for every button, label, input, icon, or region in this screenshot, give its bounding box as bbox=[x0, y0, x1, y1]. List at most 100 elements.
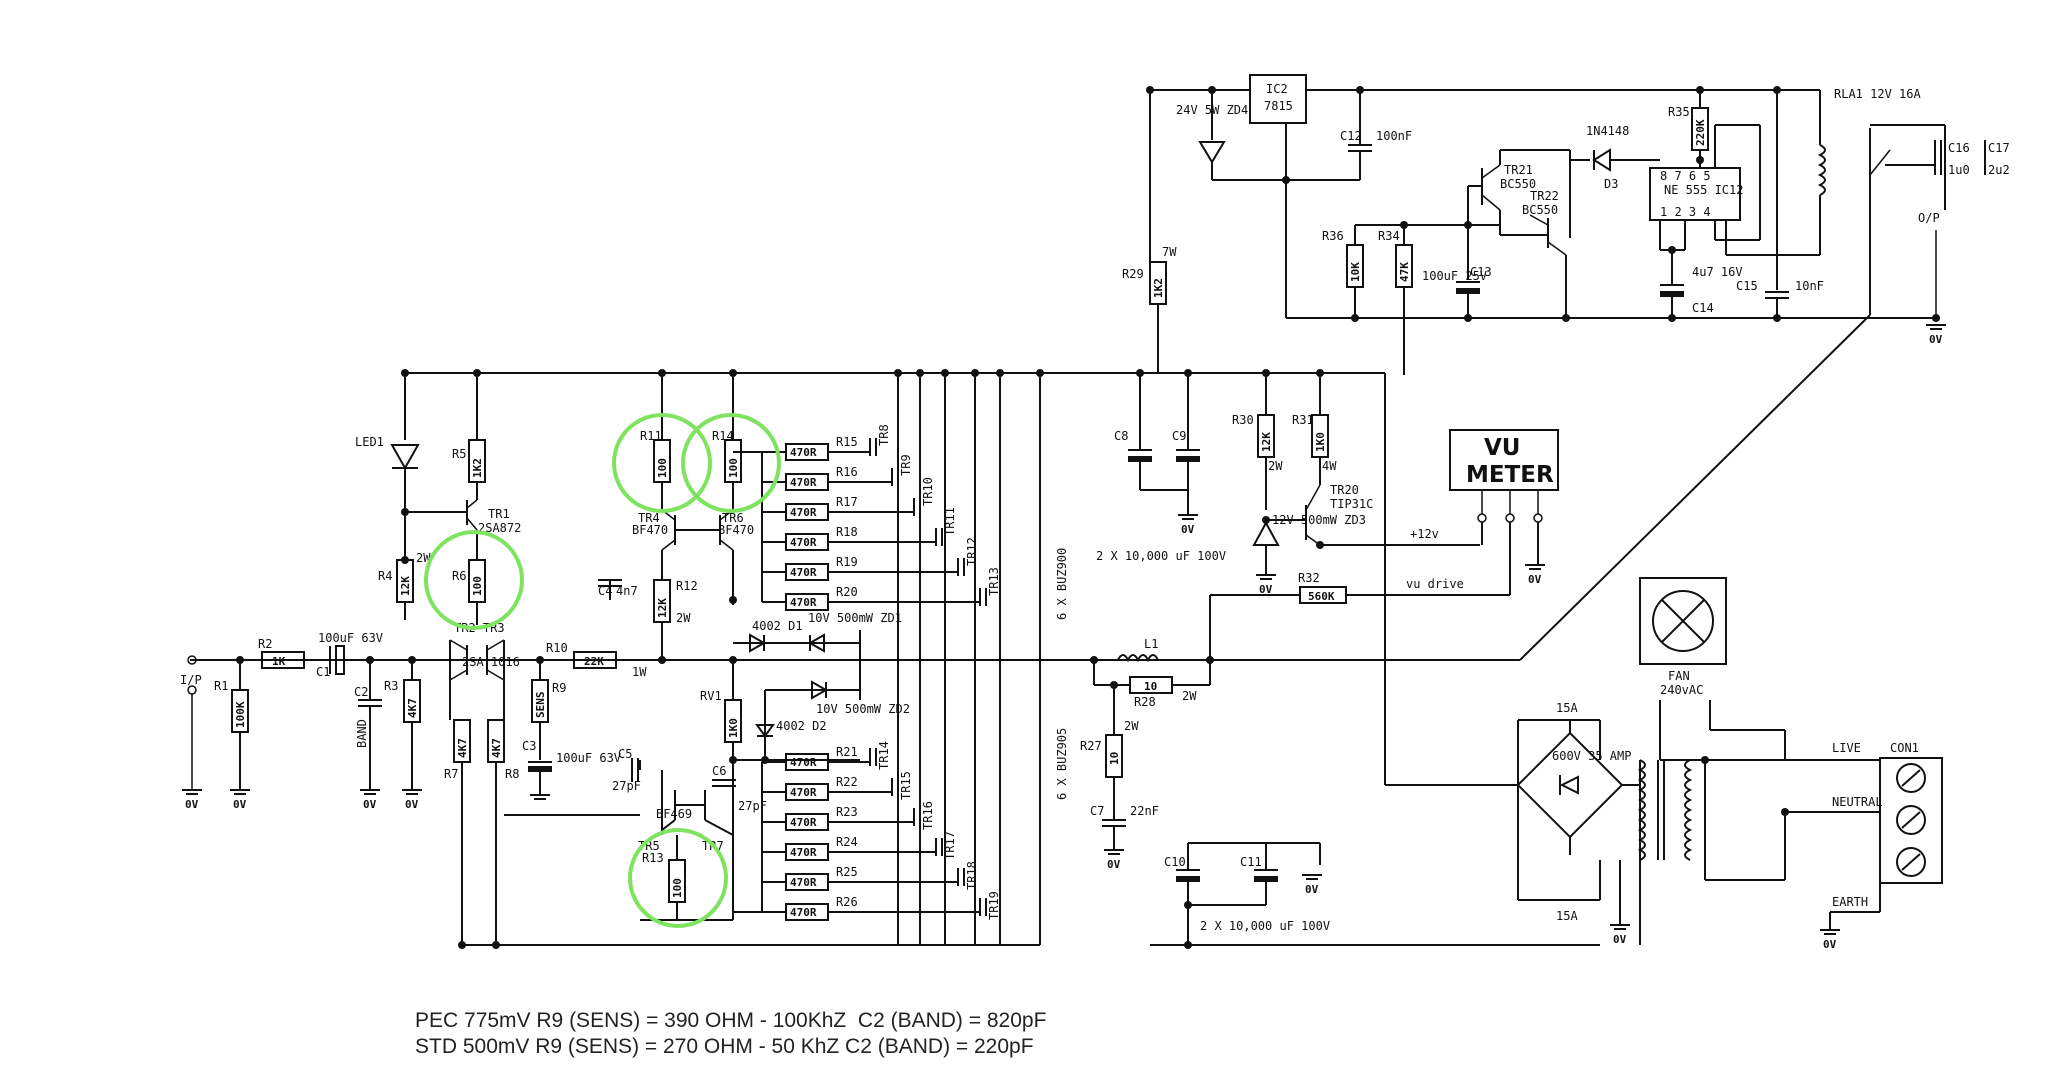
gate-resistor-value: 470R bbox=[790, 506, 817, 519]
gate-resistor-value: 470R bbox=[790, 756, 817, 769]
r35-value: 220K bbox=[1694, 119, 1707, 146]
fuse1-label: 15A bbox=[1556, 701, 1578, 715]
r29-watt: 7W bbox=[1162, 245, 1177, 259]
c2-label: C2 bbox=[354, 685, 368, 699]
r9-label: R9 bbox=[552, 681, 566, 695]
caps-upper-label: 2 X 10,000 uF 100V bbox=[1096, 549, 1226, 563]
c15-label: C15 bbox=[1736, 279, 1758, 293]
c16-value: 1u0 bbox=[1948, 163, 1970, 177]
zd3-label: 12V 500mW ZD3 bbox=[1272, 513, 1366, 527]
band-label: BAND bbox=[355, 719, 369, 748]
sens-label: SENS bbox=[534, 692, 547, 719]
r14-label: R14 bbox=[712, 429, 734, 443]
mosfet-label: TR14 bbox=[877, 741, 891, 770]
bf469-label: BF469 bbox=[656, 807, 692, 821]
r3-label: R3 bbox=[384, 679, 398, 693]
r7-label: R7 bbox=[444, 767, 458, 781]
gate-resistor-label: R15 bbox=[836, 435, 858, 449]
r2-value: 1K bbox=[272, 655, 286, 668]
r12-label: R12 bbox=[676, 579, 698, 593]
gate-resistor-value: 470R bbox=[790, 446, 817, 459]
gate-resistor-label: R17 bbox=[836, 495, 858, 509]
r1-label: R1 bbox=[214, 679, 228, 693]
r6-label: R6 bbox=[452, 569, 466, 583]
c13-label: C13 bbox=[1470, 265, 1492, 279]
gate-resistor-value: 470R bbox=[790, 816, 817, 829]
c12-value: 100nF bbox=[1376, 129, 1412, 143]
r32-value: 560K bbox=[1308, 590, 1335, 603]
r34-value: 47K bbox=[1398, 262, 1411, 282]
ic12-label: NE 555 IC12 bbox=[1664, 183, 1743, 197]
l1-label: L1 bbox=[1144, 637, 1158, 651]
c17-value: 2u2 bbox=[1988, 163, 2010, 177]
op-label: O/P bbox=[1918, 211, 1940, 225]
tr1-label: TR1 bbox=[488, 507, 510, 521]
gate-resistor-value: 470R bbox=[790, 566, 817, 579]
c13-value: 100uF 25V bbox=[1422, 269, 1487, 283]
gate-resistor-label: R16 bbox=[836, 465, 858, 479]
c11-label: C11 bbox=[1240, 855, 1262, 869]
gate-resistor-label: R21 bbox=[836, 745, 858, 759]
c12-label: C12 bbox=[1340, 129, 1362, 143]
bf470-b: BF470 bbox=[718, 523, 754, 537]
mosfet-label: TR16 bbox=[921, 801, 935, 830]
c10-label: C10 bbox=[1164, 855, 1186, 869]
vudrive-label: vu drive bbox=[1406, 577, 1464, 591]
note-pec: PEC 775mV R9 (SENS) = 390 OHM - 100KhZ C… bbox=[415, 1009, 1047, 1032]
r13-value: 100 bbox=[671, 878, 684, 898]
svg-text:0V: 0V bbox=[1259, 583, 1273, 596]
meter-label: METER bbox=[1466, 462, 1554, 488]
c16-label: C16 bbox=[1948, 141, 1970, 155]
r35-label: R35 bbox=[1668, 105, 1690, 119]
bridge-label: 600V 35 AMP bbox=[1552, 749, 1631, 763]
c17-label: C17 bbox=[1988, 141, 2010, 155]
c1-label: C1 bbox=[316, 665, 330, 679]
tr22-type: BC550 bbox=[1522, 203, 1558, 217]
r31-value: 1K0 bbox=[1314, 432, 1327, 452]
input-stage: LED1 1K2 R5 TR1 2SA872 12K R4 2W 100 R6 bbox=[355, 373, 647, 945]
r7-value: 4K7 bbox=[456, 738, 469, 758]
note-std: STD 500mV R9 (SENS) = 270 OHM - 50 KhZ C… bbox=[415, 1035, 1034, 1058]
gate-resistor-value: 470R bbox=[790, 906, 817, 919]
c7-value: 22nF bbox=[1130, 804, 1159, 818]
c15-value: 10nF bbox=[1795, 279, 1824, 293]
gate-resistor-label: R18 bbox=[836, 525, 858, 539]
c7-label: C7 bbox=[1090, 804, 1104, 818]
r28-label: R28 bbox=[1134, 695, 1156, 709]
mosfet-label: TR9 bbox=[899, 454, 913, 476]
mosfet-label: TR10 bbox=[921, 477, 935, 506]
r32-label: R32 bbox=[1298, 571, 1320, 585]
r2-label: R2 bbox=[258, 637, 272, 651]
r36-value: 10K bbox=[1349, 262, 1362, 282]
r31-label: R31 bbox=[1292, 413, 1314, 427]
c3-value: 100uF 63V bbox=[556, 751, 621, 765]
r4-value: 12K bbox=[399, 576, 412, 596]
tr6-label: TR6 bbox=[722, 511, 744, 525]
driver-stage: 100 R11 100 R14 TR4 BF470 TR6 BF470 C4 4… bbox=[598, 373, 910, 921]
c14-label: C14 bbox=[1692, 301, 1714, 315]
protection-circuit: IC2 7815 24V 5W ZD4 C12 100nF 1K2 R29 7W… bbox=[1122, 74, 2010, 375]
r28-watt: 2W bbox=[1182, 689, 1197, 703]
con1-label: CON1 bbox=[1890, 741, 1919, 755]
zd4-label: 24V 5W ZD4 bbox=[1176, 103, 1248, 117]
bf470-a: BF470 bbox=[632, 523, 668, 537]
caps-lower-label: 2 X 10,000 uF 100V bbox=[1200, 919, 1330, 933]
tr20-type: TIP31C bbox=[1330, 497, 1373, 511]
r11-value: 100 bbox=[656, 458, 669, 478]
c6-label: C6 bbox=[712, 764, 726, 778]
svg-text:0V: 0V bbox=[1107, 858, 1121, 871]
tr21-type: BC550 bbox=[1500, 177, 1536, 191]
r10-watt: 1W bbox=[632, 665, 647, 679]
c1-value: 100uF 63V bbox=[318, 631, 383, 645]
buz900-label: 6 X BUZ900 bbox=[1055, 548, 1069, 620]
r4-label: R4 bbox=[378, 569, 392, 583]
r8-value: 4K7 bbox=[490, 738, 503, 758]
svg-text:0V: 0V bbox=[405, 798, 419, 811]
gate-resistor-value: 470R bbox=[790, 846, 817, 859]
highlight-r11 bbox=[612, 413, 712, 513]
r14-value: 100 bbox=[727, 458, 740, 478]
d2-label: 4002 D2 bbox=[776, 719, 827, 733]
svg-text:0V: 0V bbox=[1528, 573, 1542, 586]
